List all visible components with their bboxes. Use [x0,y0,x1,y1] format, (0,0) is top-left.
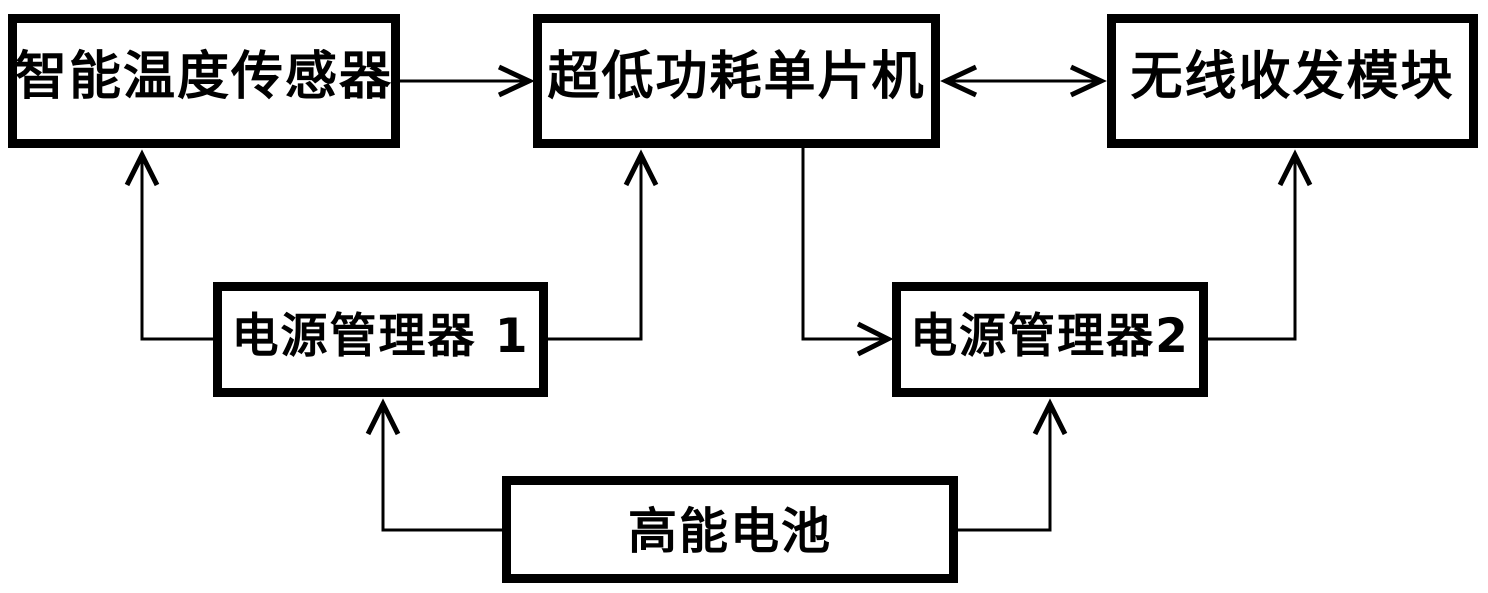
edge-mcu-wireless-double-arrow [940,64,1107,98]
edge-battery-to-pm1-arrow [365,398,502,532]
node-power-manager-2: 电源管理器2 [892,282,1208,397]
node-power-manager-1: 电源管理器 1 [213,282,548,397]
edge-pm1-to-sensor-arrow [124,149,213,341]
node-power-manager-2-label: 电源管理器2 [910,309,1190,364]
edge-pm2-to-wireless-arrow [1208,149,1313,341]
edge-battery-to-pm2-arrow [958,398,1068,532]
edge-pm1-to-mcu-arrow [548,149,659,341]
node-mcu: 超低功耗单片机 [533,14,940,148]
node-mcu-label: 超低功耗单片机 [547,46,926,107]
node-power-manager-1-label: 电源管理器 1 [231,309,530,364]
edge-sensor-to-mcu-arrow [400,64,535,98]
edge-mcu-to-pm2-arrow [801,148,894,357]
node-temperature-sensor: 智能温度传感器 [8,14,400,148]
node-battery: 高能电池 [502,476,958,583]
node-wireless-module: 无线收发模块 [1107,14,1478,148]
node-temperature-sensor-label: 智能温度传感器 [15,46,394,107]
node-wireless-module-label: 无线收发模块 [1130,46,1455,107]
node-battery-label: 高能电池 [627,503,832,560]
